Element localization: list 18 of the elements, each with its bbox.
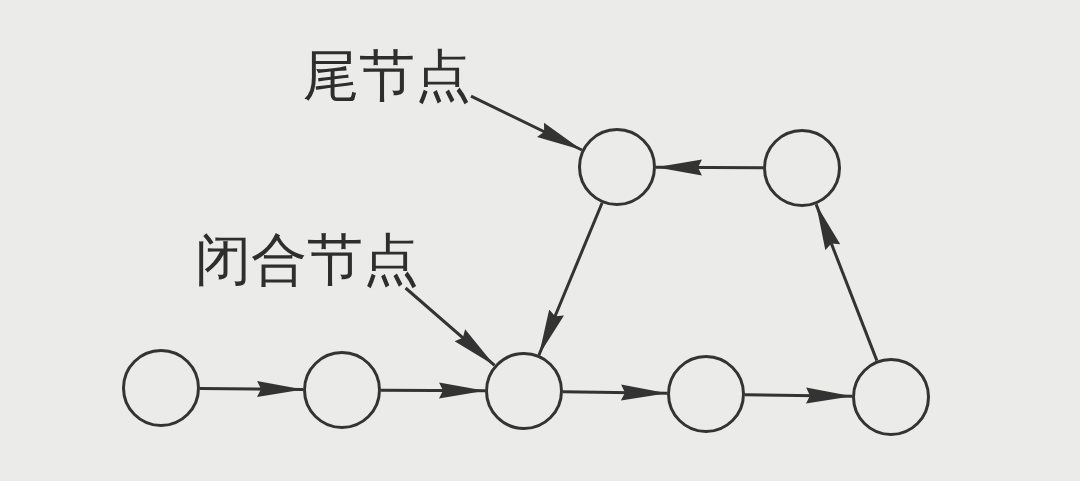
arrow (814, 203, 879, 362)
circle-node (303, 351, 381, 429)
arrow (381, 382, 485, 399)
circle-node (122, 349, 200, 427)
leader-arrow (470, 94, 583, 152)
circle-node (485, 352, 563, 430)
node-label: 闭合节点 (195, 232, 419, 288)
arrow (656, 159, 763, 176)
circle-node (667, 355, 745, 433)
arrow (562, 384, 668, 401)
arrow (537, 202, 604, 356)
circle-node (852, 358, 930, 436)
leader-arrow (404, 286, 496, 367)
arrow (744, 387, 853, 404)
node-label: 尾节点 (303, 48, 471, 104)
arrow (200, 381, 303, 398)
circle-node (578, 128, 656, 206)
circle-node (763, 129, 841, 207)
